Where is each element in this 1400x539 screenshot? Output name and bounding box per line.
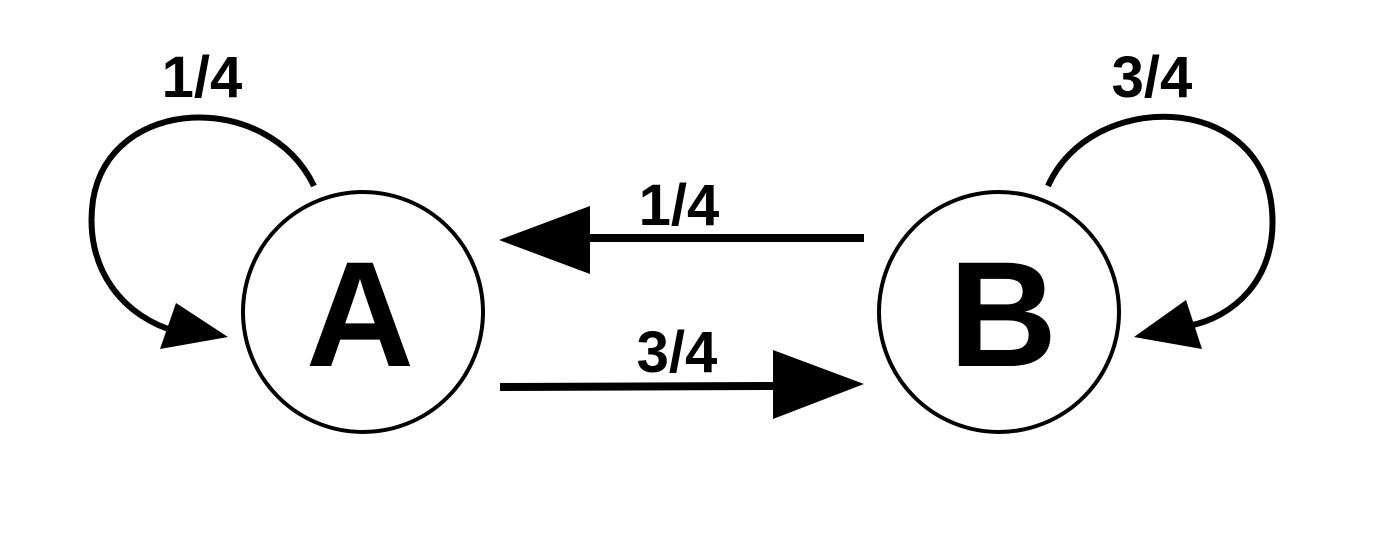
edge-line-a-to-b [499,382,779,391]
loop-arc-a [88,114,317,335]
edge-label-a-to-a: 1/4 [162,45,243,110]
edge-label-a-to-b: 3/4 [637,320,718,385]
node-a-label: A [306,230,414,398]
node-b-label: B [949,230,1057,398]
node-b-circle [877,190,1121,434]
edge-a-to-a: 1/4 [88,45,317,349]
arrow-head-a-to-b [773,350,864,419]
edge-label-b-to-b: 3/4 [1112,45,1193,110]
edge-a-to-b: 3/4 [499,320,864,419]
arrow-head-b-to-a [499,206,590,274]
arrow-head-b-loop [1134,300,1202,349]
arrow-head-a-loop [160,303,228,349]
edge-b-to-a: 1/4 [499,173,864,274]
loop-arc-b [1045,113,1276,329]
node-b: B [877,190,1121,434]
edge-label-b-to-a: 1/4 [639,173,720,238]
node-a-circle [241,190,485,434]
edge-b-to-b: 3/4 [1045,45,1276,349]
node-a: A [241,190,485,434]
